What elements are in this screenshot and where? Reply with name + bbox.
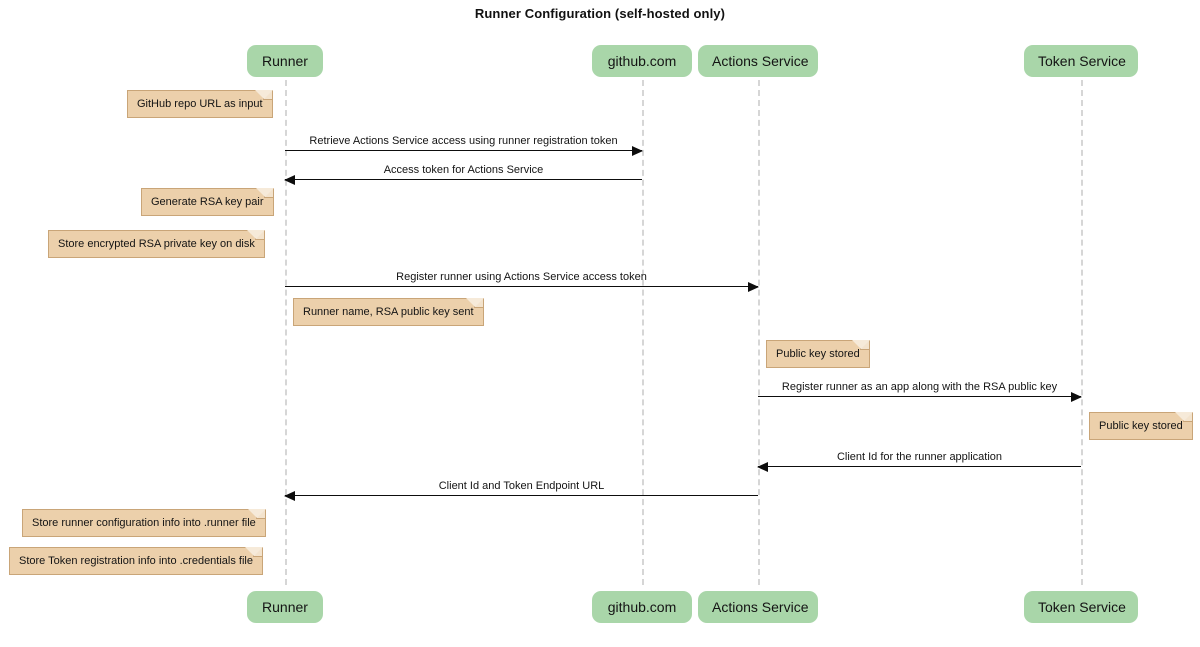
participant-runner-bottom[interactable]: Runner: [247, 591, 323, 623]
note-text: GitHub repo URL as input: [137, 98, 263, 110]
arrowhead-left-icon: [284, 491, 295, 501]
note-text: Store encrypted RSA private key on disk: [58, 238, 255, 250]
note-fold-corner: [254, 231, 264, 240]
message-access-token: Access token for Actions Service: [284, 164, 642, 185]
note-generate-rsa: Generate RSA key pair: [141, 188, 274, 216]
note-store-token-registration: Store Token registration info into .cred…: [9, 547, 263, 575]
message-register-app: Register runner as an app along with the…: [758, 381, 1082, 402]
note-runner-name-pubkey: Runner name, RSA public key sent: [293, 298, 484, 326]
note-fold-corner: [262, 91, 272, 100]
arrowhead-right-icon: [748, 282, 759, 292]
message-label: Client Id for the runner application: [836, 451, 1003, 463]
note-text: Public key stored: [776, 348, 860, 360]
lifeline-actions: [758, 80, 760, 585]
note-store-runner-config: Store runner configuration info into .ru…: [22, 509, 266, 537]
participant-token-bottom[interactable]: Token Service: [1024, 591, 1138, 623]
note-text: Runner name, RSA public key sent: [303, 306, 474, 318]
note-text: Store Token registration info into .cred…: [19, 555, 253, 567]
diagram-title: Runner Configuration (self-hosted only): [474, 6, 726, 21]
participant-github-top[interactable]: github.com: [592, 45, 692, 77]
lifeline-token: [1081, 80, 1083, 585]
message-label: Register runner as an app along with the…: [781, 381, 1058, 393]
message-label: Register runner using Actions Service ac…: [396, 271, 647, 283]
message-client-id: Client Id for the runner application: [757, 451, 1081, 472]
message-label: Client Id and Token Endpoint URL: [438, 480, 605, 492]
message-client-id-token-endpoint: Client Id and Token Endpoint URL: [284, 480, 758, 501]
note-fold-corner: [859, 341, 869, 350]
note-text: Public key stored: [1099, 420, 1183, 432]
arrowhead-left-icon: [284, 175, 295, 185]
participant-token-top[interactable]: Token Service: [1024, 45, 1138, 77]
note-fold-corner: [263, 189, 273, 198]
participant-github-bottom[interactable]: github.com: [592, 591, 692, 623]
note-fold-corner: [1182, 413, 1192, 422]
arrowhead-left-icon: [757, 462, 768, 472]
note-github-repo-url: GitHub repo URL as input: [127, 90, 273, 118]
message-label: Retrieve Actions Service access using ru…: [309, 135, 618, 147]
arrowhead-right-icon: [1071, 392, 1082, 402]
note-fold-corner: [252, 548, 262, 557]
lifeline-runner: [285, 80, 287, 585]
note-fold-corner: [255, 510, 265, 519]
participant-actions-top[interactable]: Actions Service: [698, 45, 818, 77]
note-public-key-stored-token: Public key stored: [1089, 412, 1193, 440]
message-retrieve-actions-access: Retrieve Actions Service access using ru…: [285, 135, 643, 156]
note-store-private-key: Store encrypted RSA private key on disk: [48, 230, 265, 258]
participant-runner-top[interactable]: Runner: [247, 45, 323, 77]
message-label: Access token for Actions Service: [383, 164, 544, 176]
arrowhead-right-icon: [632, 146, 643, 156]
note-public-key-stored-actions: Public key stored: [766, 340, 870, 368]
lifeline-github: [642, 80, 644, 585]
note-text: Store runner configuration info into .ru…: [32, 517, 256, 529]
note-fold-corner: [473, 299, 483, 308]
participant-actions-bottom[interactable]: Actions Service: [698, 591, 818, 623]
note-text: Generate RSA key pair: [151, 196, 264, 208]
message-register-runner: Register runner using Actions Service ac…: [285, 271, 759, 292]
